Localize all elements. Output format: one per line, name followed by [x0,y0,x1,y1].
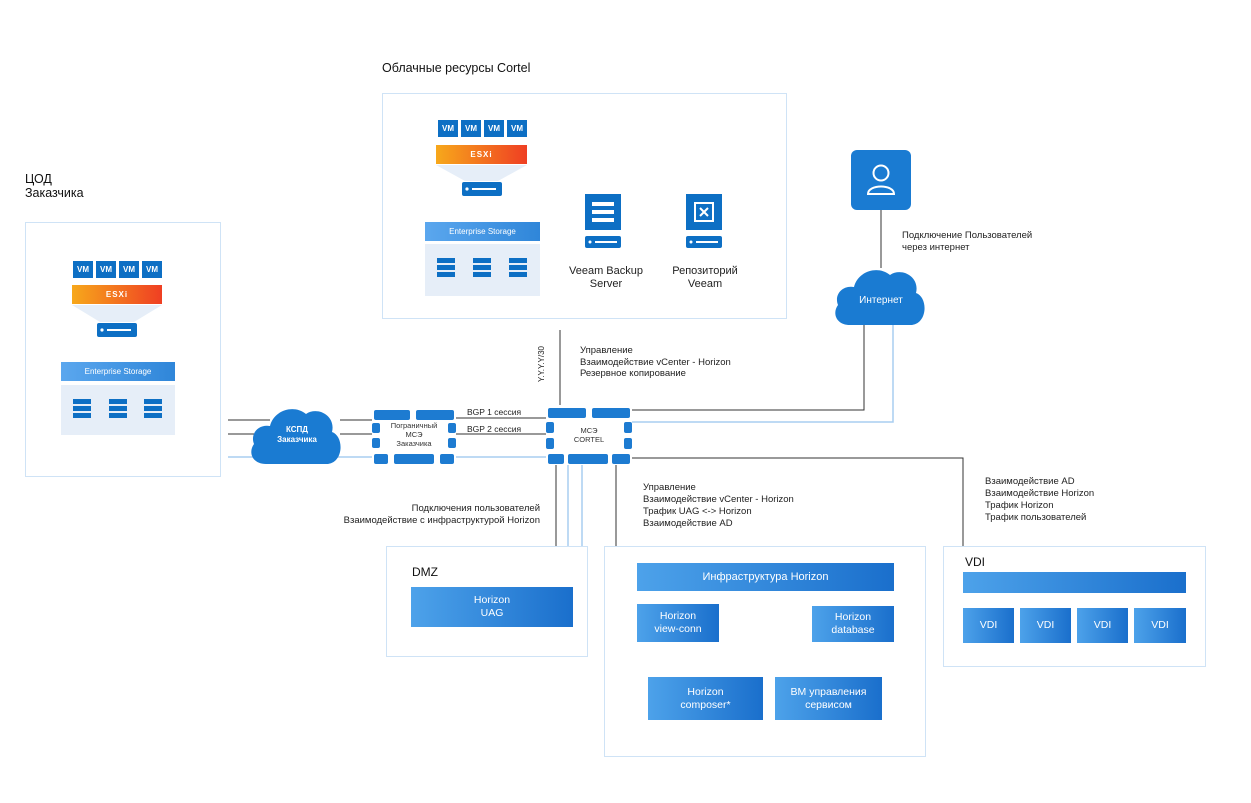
kspd-cloud-icon [251,409,341,464]
kspd-label: КСПД Заказчика [277,425,317,444]
hypervisor-icon [436,165,527,196]
vm-box: VM [461,120,481,137]
horizon-composer-box: Horizon composer* [648,677,763,720]
internet-cloud-icon [835,270,925,325]
vm-box: VM [142,261,162,278]
vm-box: VM [438,120,458,137]
veeam-backup-server-icon [585,194,621,248]
internet-label: Интернет [859,295,903,306]
vm-box: VM [96,261,116,278]
customer-dc-title: ЦОД Заказчика [25,172,84,200]
horizon-view-conn-box: Horizon view-conn [637,604,719,642]
vdi-box: VDI [1134,608,1186,643]
horizon-flows-label: Управление Взаимодействие vCenter - Hori… [643,482,794,529]
esxi-bar: ESXi [72,285,162,304]
top-management-label: Управление Взаимодействие vCenter - Hori… [580,345,731,379]
bgp2-label: BGP 2 сессия [467,424,522,434]
veeam-repository-icon [686,194,722,248]
storage-bar: Enterprise Storage [61,362,175,381]
user-connection-label: Подключение Пользователей через интернет [902,230,1033,253]
vm-services-box: ВМ управления сервисом [775,677,882,720]
horizon-uag-box: Horizon UAG [411,587,573,627]
esxi-bar: ESXi [436,145,527,164]
vdi-box: VDI [963,608,1014,643]
horizon-infra-bar: Инфраструктура Horizon [637,563,894,591]
cortel-firewall [546,408,632,464]
vertical-ip-label: Y.Y.Y.Y/30 [537,345,546,383]
vm-box: VM [484,120,504,137]
border-firewall [372,410,456,464]
storage-bar: Enterprise Storage [425,222,540,241]
vdi-frame [943,546,1206,667]
cortel-firewall-label: МСЭ CORTEL [558,426,620,444]
vdi-flows-label: Взаимодействие AD Взаимодействие Horizon… [985,476,1095,523]
vdi-bar [963,572,1186,593]
border-firewall-label: Пограничный МСЭ Заказчика [382,421,446,448]
bgp1-label: BGP 1 сессия [467,407,522,417]
user-icon [851,150,911,210]
horizon-database-box: Horizon database [812,606,894,642]
vm-box: VM [73,261,93,278]
veeam-backup-label: Veeam Backup Server [569,265,643,290]
vdi-box: VDI [1020,608,1071,643]
storage-icon [73,399,162,418]
dmz-title: DMZ [412,565,438,579]
vm-box: VM [119,261,139,278]
veeam-repo-label: Репозиторий Veeam [672,265,738,290]
storage-icon [437,258,527,277]
dmz-flows-label: Подключения пользователей Взаимодействие… [343,503,540,526]
hypervisor-icon [72,305,162,337]
cloud-section-title: Облачные ресурсы Cortel [382,61,531,75]
vdi-box: VDI [1077,608,1128,643]
vdi-title: VDI [965,555,986,569]
vm-box: VM [507,120,527,137]
